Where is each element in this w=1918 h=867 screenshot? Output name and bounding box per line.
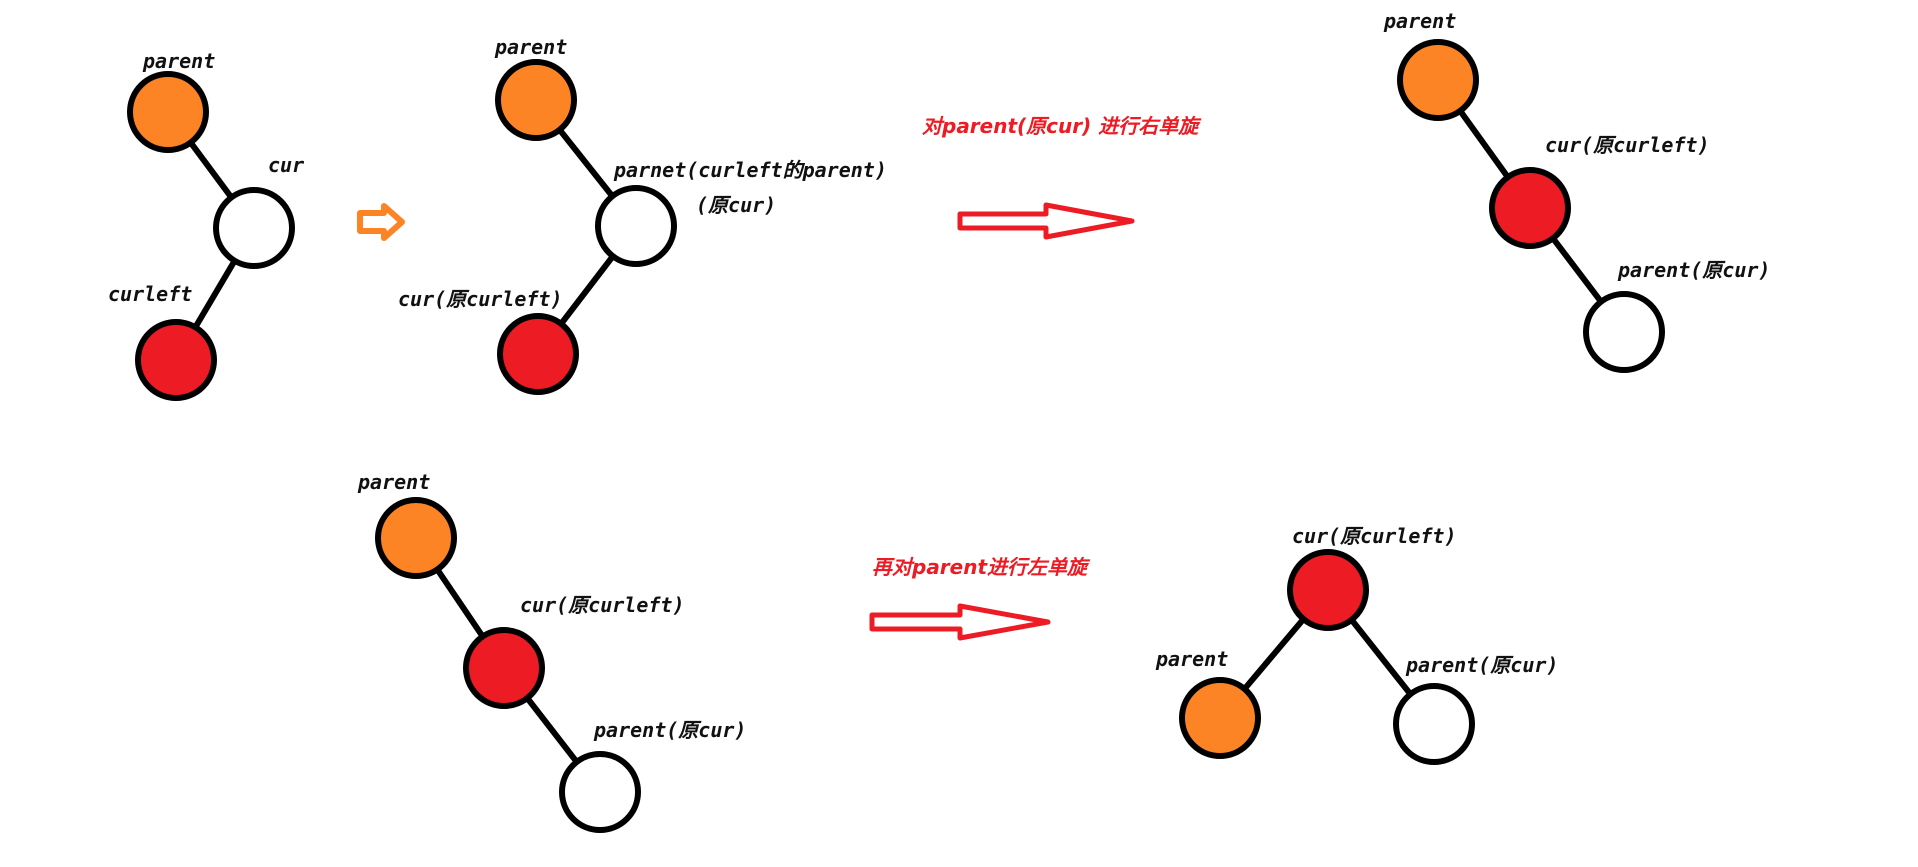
parent-label: parent — [1155, 647, 1228, 671]
parent-node — [375, 497, 457, 579]
step2-caption: 再对parent进行左单旋 — [872, 555, 1091, 579]
parent-node — [495, 59, 577, 141]
diagram-2: parent parnet(curleft的parent) (原cur) cur… — [398, 35, 887, 395]
orig-cur-node — [1583, 291, 1665, 373]
parent-label: parent — [142, 49, 215, 73]
curleft-node — [135, 319, 217, 401]
orig-cur-label: parent(原cur) — [593, 718, 746, 742]
curleft-label: curleft — [108, 282, 192, 306]
cur-node — [497, 313, 579, 395]
parent-node — [127, 71, 209, 153]
diagram-1: parent cur curleft — [108, 49, 304, 401]
small-arrow-icon — [357, 203, 405, 241]
diagram-3: parent cur(原curleft) parent(原cur) — [1383, 9, 1770, 373]
parent-label: parent — [357, 470, 430, 494]
parent-label: parent — [1383, 9, 1456, 33]
arrow-right-icon — [869, 603, 1051, 641]
cur-node — [463, 627, 545, 709]
cur-node — [1287, 549, 1369, 631]
cur-label: cur(原curleft) — [1545, 133, 1710, 157]
parnet-node — [595, 185, 677, 267]
parent-label: parent — [494, 35, 567, 59]
diagram-5: cur(原curleft) parent parent(原cur) — [1155, 524, 1558, 765]
parnet-label: parnet(curleft的parent) — [613, 158, 887, 182]
step1-caption: 对parent(原cur) 进行右单旋 — [922, 114, 1202, 138]
cur-label: cur — [268, 153, 304, 177]
cur-orig-curleft-label: cur(原curleft) — [398, 287, 563, 311]
cur-node — [1489, 167, 1571, 249]
orig-cur-label: (原cur) — [696, 193, 776, 217]
arrow-right-icon — [957, 202, 1135, 240]
diagram-4: parent cur(原curleft) parent(原cur) — [357, 470, 746, 833]
cur-label: cur(原curleft) — [520, 593, 685, 617]
orig-cur-label: parent(原cur) — [1405, 653, 1558, 677]
orig-cur-node — [1393, 683, 1475, 765]
cur-node — [213, 187, 295, 269]
orig-cur-node — [559, 751, 641, 833]
orig-cur-label: parent(原cur) — [1617, 258, 1770, 282]
parent-node — [1397, 39, 1479, 121]
cur-label: cur(原curleft) — [1292, 524, 1457, 548]
parent-node — [1179, 677, 1261, 759]
